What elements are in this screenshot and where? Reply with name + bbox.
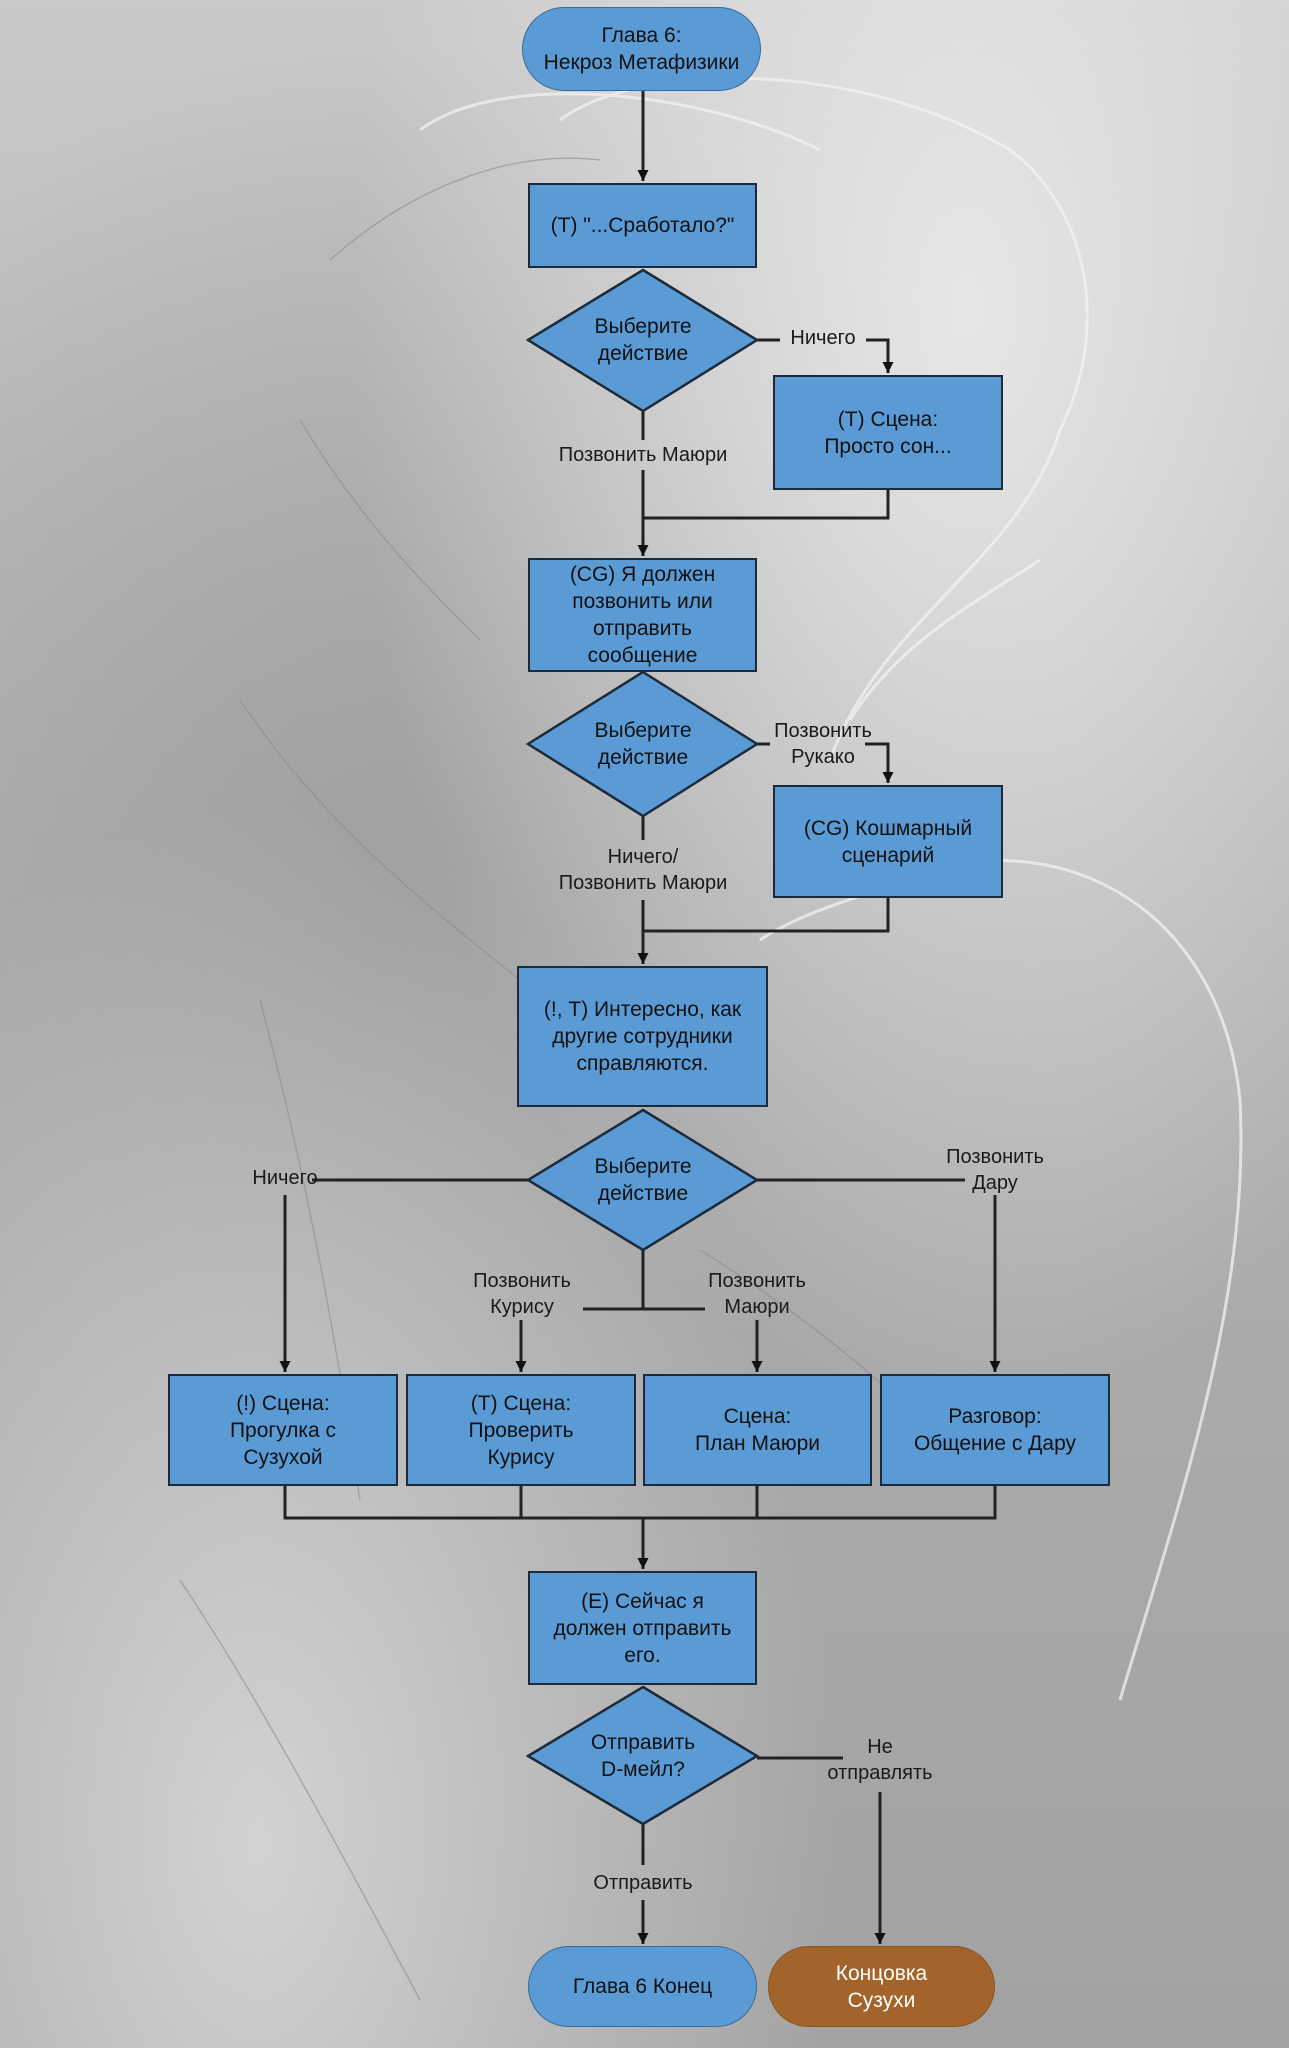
decision-1-text: Выберите действие [594, 315, 692, 365]
interesting-node: (!, Т) Интересно, как другие сотрудники … [517, 966, 768, 1107]
mayuri-plan-node: Сцена: План Маюри [643, 1374, 872, 1486]
check-kurisu-node: (Т) Сцена: Проверить Курису [406, 1374, 636, 1486]
decision-3-text: Выберите действие [594, 1155, 692, 1205]
chapter-end-node: Глава 6 Конец [528, 1946, 757, 2027]
suzuha-ending-node: Концовка Сузухи [768, 1946, 995, 2027]
edge-label-d3-nothing: Ничего [252, 1167, 318, 1189]
talk-daru-node: Разговор: Общение с Дару [880, 1374, 1110, 1486]
edge-label-d3-call-daru: Позвонить Дару [946, 1146, 1044, 1194]
walk-suzuha-node: (!) Сцена: Прогулка с Сузухой [168, 1374, 398, 1486]
must-send-node: (E) Сейчас я должен отправить его. [528, 1571, 757, 1685]
edge-label-d4-send: Отправить [593, 1872, 693, 1894]
decision-1-shape [525, 268, 760, 413]
decision-2-shape [525, 670, 760, 818]
edge-label-d1-call-mayuri: Позвонить Маюри [558, 444, 728, 466]
edge-label-d2-call-rukako: Позвонить Рукако [774, 720, 872, 768]
nightmare-node: (CG) Кошмарный сценарий [773, 785, 1003, 898]
worked-node: (Т) "...Сработало?" [528, 183, 757, 268]
decision-2-text: Выберите действие [594, 719, 692, 769]
must-call-node: (CG) Я должен позвонить или отправить со… [528, 558, 757, 672]
start-node: Глава 6: Некроз Метафизики [522, 7, 761, 91]
decision-4-text: Отправить D-мейл? [590, 1731, 696, 1781]
edge-label-d3-call-kurisu: Позвонить Курису [473, 1270, 571, 1318]
edge-label-d1-nothing: Ничего [790, 327, 856, 349]
decision-4-shape [525, 1685, 760, 1826]
just-dream-node: (Т) Сцена: Просто сон... [773, 375, 1003, 490]
decision-3-shape [525, 1108, 760, 1252]
edge-label-d4-dont-send: Не отправлять [827, 1736, 933, 1784]
edge-dream-merge [643, 490, 890, 520]
edge-label-d3-call-mayuri: Позвонить Маюри [708, 1270, 806, 1318]
edge-label-d2-nothing-mayuri: Ничего/ Позвонить Маюри [558, 846, 728, 894]
